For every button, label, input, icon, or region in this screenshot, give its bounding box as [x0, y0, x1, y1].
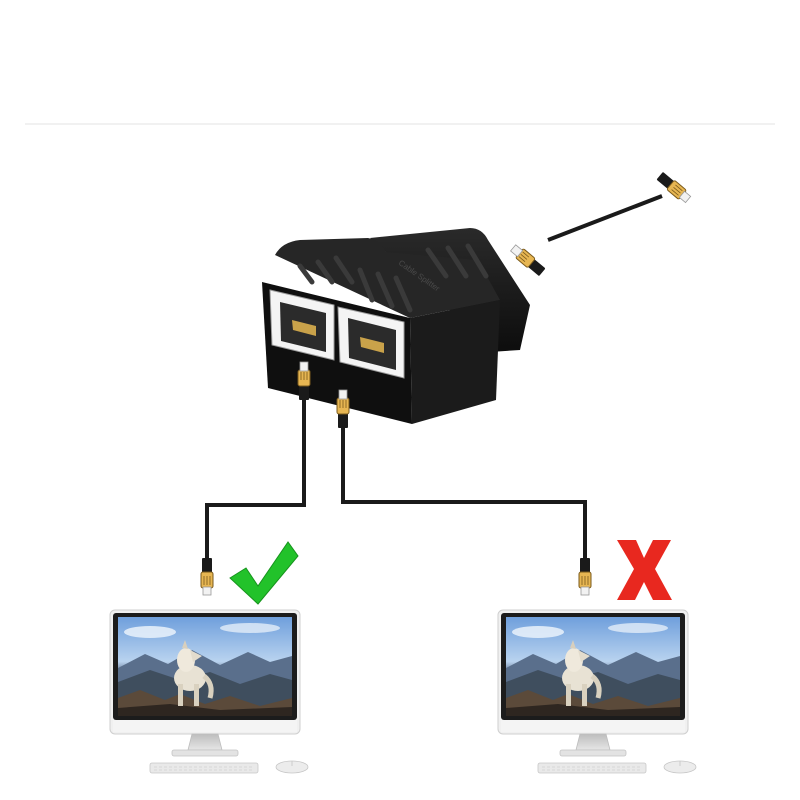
input-ethernet-cable	[508, 170, 693, 278]
mouse-right	[663, 760, 697, 774]
monitor-right	[498, 610, 688, 756]
monitor-left	[110, 610, 300, 756]
computer-right	[498, 610, 697, 774]
check-icon	[229, 541, 299, 605]
output-cable-left	[200, 361, 311, 596]
grip-ridges	[297, 243, 489, 313]
splitter-port-2	[337, 306, 405, 379]
cross-icon	[617, 540, 672, 600]
keyboard-right	[537, 762, 647, 774]
keyboard-left	[149, 762, 259, 774]
rj45-splitter-adapter: Cable Splitter	[262, 228, 530, 424]
output-cable-right	[336, 389, 592, 596]
computer-left	[110, 610, 309, 774]
splitter-port-1	[269, 289, 335, 361]
mouse-left	[275, 760, 309, 774]
